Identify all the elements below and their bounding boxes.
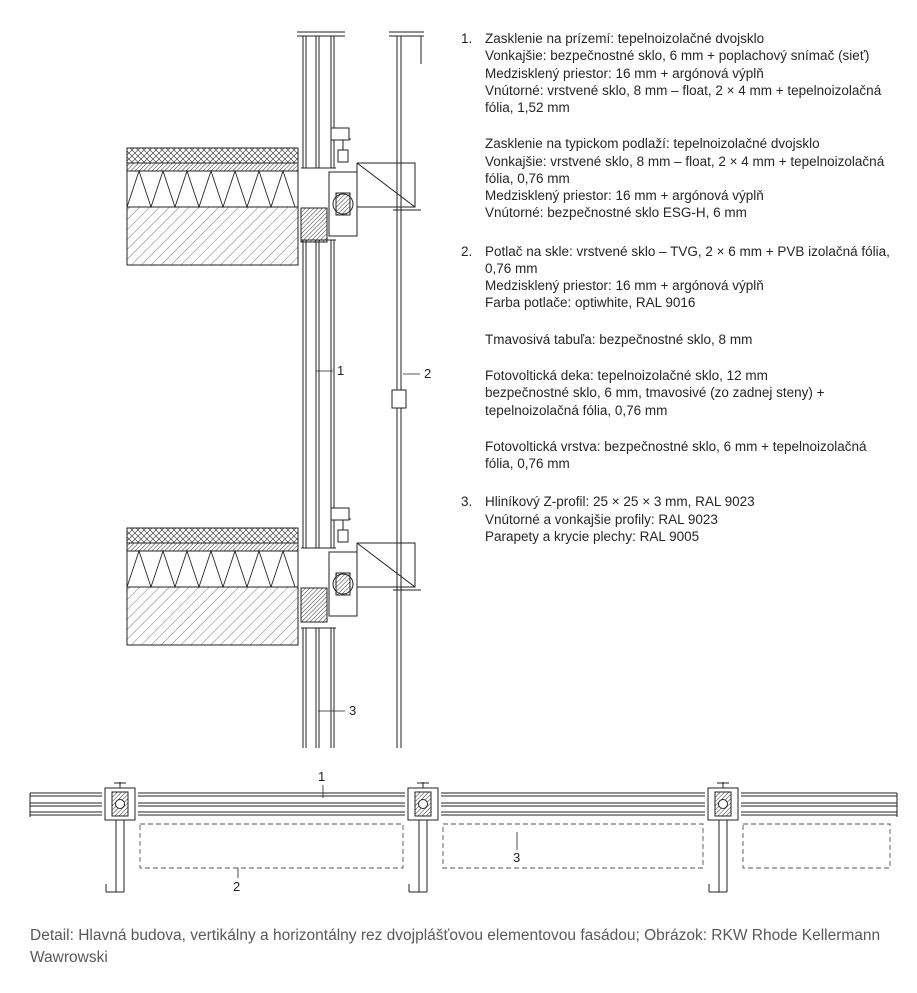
figure-caption: Detail: Hlavná budova, vertikálny a hori… xyxy=(30,927,881,967)
horizontal-section-drawing: 1 2 3 xyxy=(29,769,898,894)
callout-3-horizontal: 3 xyxy=(513,850,520,865)
annotation-paragraph: Fotovoltická deka: tepelnoizolačné sklo,… xyxy=(485,367,825,418)
annotation-item-1: 1. Zasklenie na prízemí: tepelnoizolačné… xyxy=(461,30,913,222)
outer-pane-dashed-outlines xyxy=(139,823,891,869)
inner-glazing-lines xyxy=(301,36,336,748)
annotation-item-3: 3. Hliníkový Z-profil: 25 × 25 × 3 mm, R… xyxy=(461,493,913,545)
floor-slab-assembly-lower xyxy=(126,507,422,646)
annotation-number: 2. xyxy=(461,243,473,259)
horizontal-glazing-lines xyxy=(29,792,898,817)
callout-3-vertical: 3 xyxy=(349,703,356,718)
mullion-cluster-left xyxy=(104,781,136,893)
vertical-section-drawing: 1 2 3 xyxy=(126,31,431,748)
annotation-number: 3. xyxy=(461,494,473,510)
annotation-text: Potlač na skle: vrstvené sklo – TVG, 2 ×… xyxy=(485,243,913,473)
annotation-paragraph: Hliníkový Z-profil: 25 × 25 × 3 mm, RAL … xyxy=(485,494,755,544)
annotation-paragraph: Potlač na skle: vrstvené sklo – TVG, 2 ×… xyxy=(485,243,890,311)
annotation-number: 1. xyxy=(461,31,473,46)
annotation-paragraph: Fotovoltická vrstva: bezpečnostné sklo, … xyxy=(485,438,867,472)
floor-slab-assembly-upper xyxy=(126,127,422,266)
outer-glass-skin-lines xyxy=(391,36,407,748)
callout-2-vertical: 2 xyxy=(424,366,431,381)
callout-2-horizontal: 2 xyxy=(233,879,240,894)
vertical-callouts: 1 2 3 xyxy=(316,363,431,718)
callout-1-horizontal: 1 xyxy=(318,769,325,784)
horizontal-callouts: 1 2 3 xyxy=(233,769,520,894)
annotation-item-2: 2. Potlač na skle: vrstvené sklo – TVG, … xyxy=(461,243,913,473)
callout-1-vertical: 1 xyxy=(337,363,344,378)
mullion-cluster-middle xyxy=(407,781,439,893)
annotation-paragraph: Zasklenie na typickom podlaží: tepelnoiz… xyxy=(485,136,885,221)
top-edge-profile xyxy=(297,31,424,64)
annotation-list: 1. Zasklenie na prízemí: tepelnoizolačné… xyxy=(461,30,913,566)
annotation-text: Hliníkový Z-profil: 25 × 25 × 3 mm, RAL … xyxy=(485,493,913,545)
annotation-text: Zasklenie na prízemí: tepelnoizolačné dv… xyxy=(485,30,913,222)
annotation-paragraph: Tmavosivá tabuľa: bezpečnostné sklo, 8 m… xyxy=(485,331,753,347)
annotation-paragraph: Zasklenie na prízemí: tepelnoizolačné dv… xyxy=(485,31,882,116)
mullion-cluster-right xyxy=(707,781,739,893)
